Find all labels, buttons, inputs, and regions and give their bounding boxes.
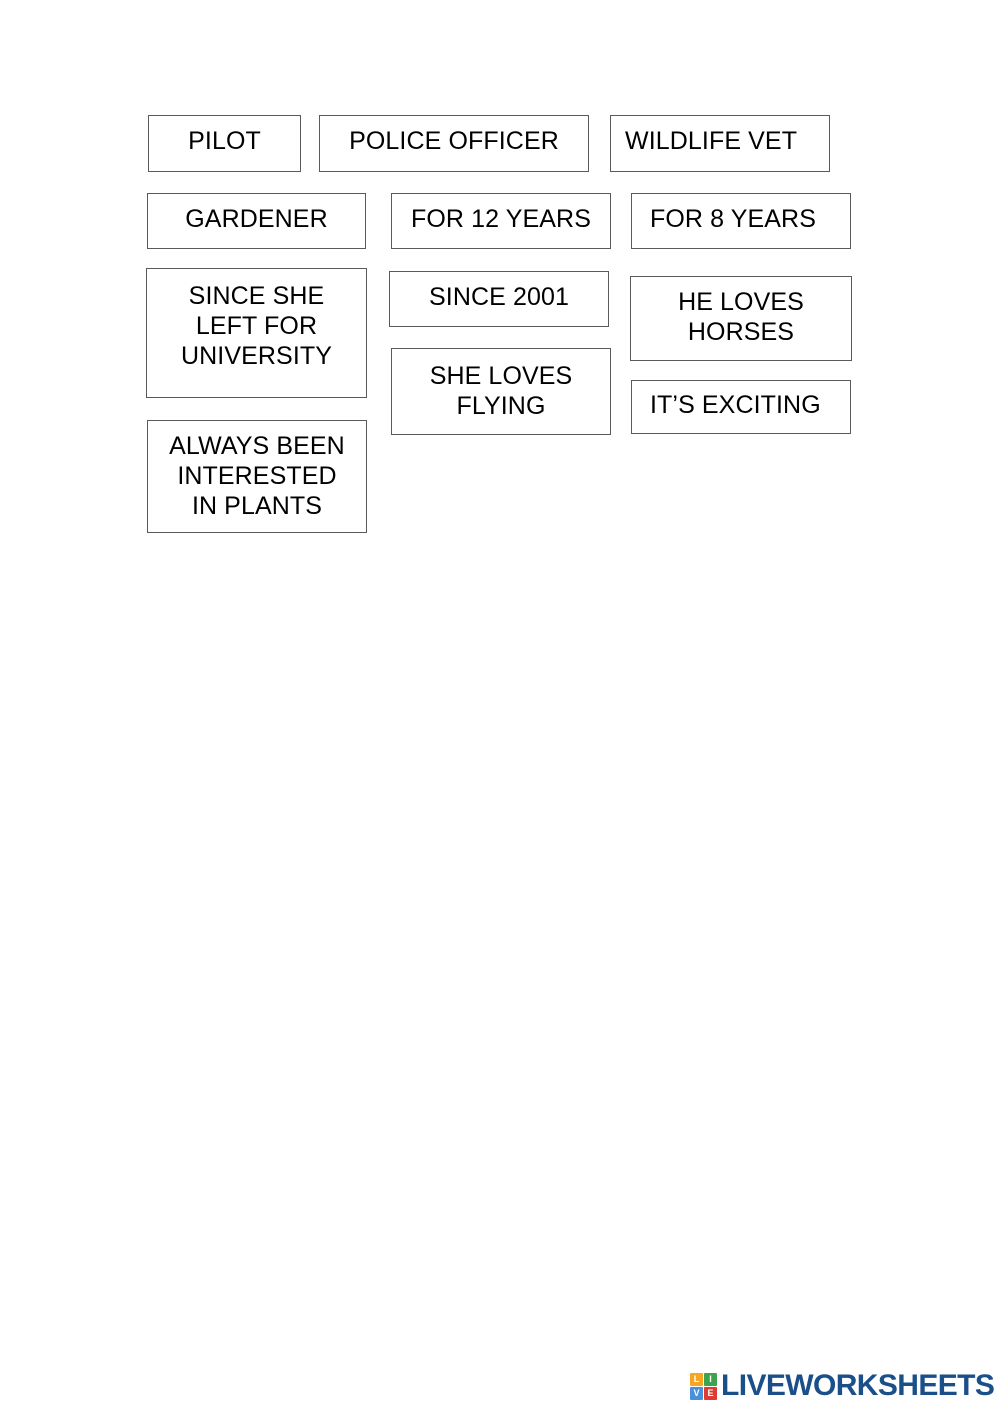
word-box-for-12-years[interactable]: FOR 12 YEARS <box>391 193 611 249</box>
word-box-for-8-years[interactable]: FOR 8 YEARS <box>631 193 851 249</box>
liveworksheets-logo-mark-icon: L I V E <box>690 1372 717 1400</box>
word-box-she-loves-flying[interactable]: SHE LOVES FLYING <box>391 348 611 435</box>
logo-cell-v: V <box>690 1386 703 1400</box>
word-box-since-she-left-for-university[interactable]: SINCE SHE LEFT FOR UNIVERSITY <box>146 268 367 398</box>
logo-cell-l: L <box>690 1372 703 1386</box>
word-box-always-been-interested-in-plants[interactable]: ALWAYS BEEN INTERESTED IN PLANTS <box>147 420 367 533</box>
word-box-its-exciting[interactable]: IT’S EXCITING <box>631 380 851 434</box>
logo-cell-i: I <box>704 1372 717 1386</box>
logo-cell-e: E <box>704 1386 717 1400</box>
liveworksheets-wordmark: LIVEWORKSHEETS <box>721 1369 995 1402</box>
word-box-since-2001[interactable]: SINCE 2001 <box>389 271 609 327</box>
word-box-wildlife-vet[interactable]: WILDLIFE VET <box>610 115 830 172</box>
word-box-he-loves-horses[interactable]: HE LOVES HORSES <box>630 276 852 361</box>
word-box-pilot[interactable]: PILOT <box>148 115 301 172</box>
word-box-gardener[interactable]: GARDENER <box>147 193 366 249</box>
liveworksheets-logo[interactable]: L I V E LIVEWORKSHEETS <box>690 1369 995 1402</box>
word-box-police-officer[interactable]: POLICE OFFICER <box>319 115 589 172</box>
